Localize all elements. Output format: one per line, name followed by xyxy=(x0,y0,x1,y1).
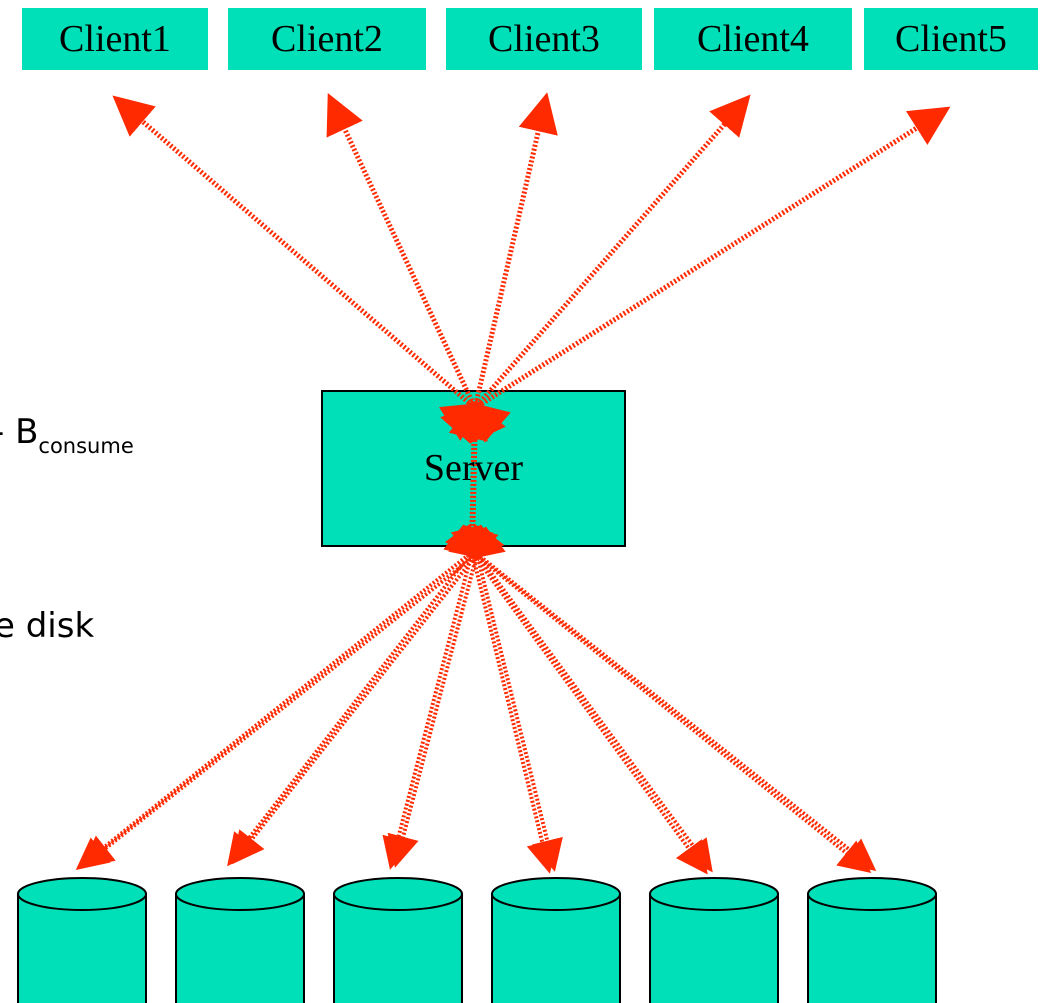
client-arrows xyxy=(112,92,951,553)
disk2-arrow-b xyxy=(232,525,505,865)
client3-arrow xyxy=(448,92,558,442)
disk-5 xyxy=(649,877,779,1003)
disk4-arrow-a xyxy=(450,524,558,874)
bconsume-prefix: - B xyxy=(0,412,39,452)
disk-text-fragment: e disk xyxy=(0,606,95,646)
bconsume-subscript: consume xyxy=(38,434,134,458)
disk-6 xyxy=(807,877,937,1003)
bconsume-text: - Bconsume xyxy=(0,412,134,466)
client4-box: Client4 xyxy=(654,8,852,70)
disk-3 xyxy=(333,877,463,1003)
disk1-arrow-b xyxy=(80,526,506,868)
client4-arrow xyxy=(440,94,751,444)
server-label: Server xyxy=(423,447,524,489)
client5-box: Client5 xyxy=(864,8,1038,70)
disk-1 xyxy=(17,877,147,1003)
client2-box: Client2 xyxy=(228,8,426,70)
client1-box: Client1 xyxy=(22,8,208,70)
disk-4 xyxy=(491,877,621,1003)
client5-arrow xyxy=(438,106,951,441)
disk-array xyxy=(17,877,937,1003)
disk1-arrow-a xyxy=(75,524,501,871)
client3-box: Client3 xyxy=(446,8,642,70)
disk4-arrow-b xyxy=(455,526,563,872)
disk5-arrow-b xyxy=(449,525,713,873)
disk6-arrow-b xyxy=(448,526,877,871)
disk3-arrow-a xyxy=(382,524,494,870)
disk-arrows xyxy=(75,523,877,875)
client1-arrow xyxy=(112,95,511,443)
disk-2 xyxy=(175,877,305,1003)
disk3-arrow-b xyxy=(387,526,499,868)
client2-arrow xyxy=(326,92,506,444)
